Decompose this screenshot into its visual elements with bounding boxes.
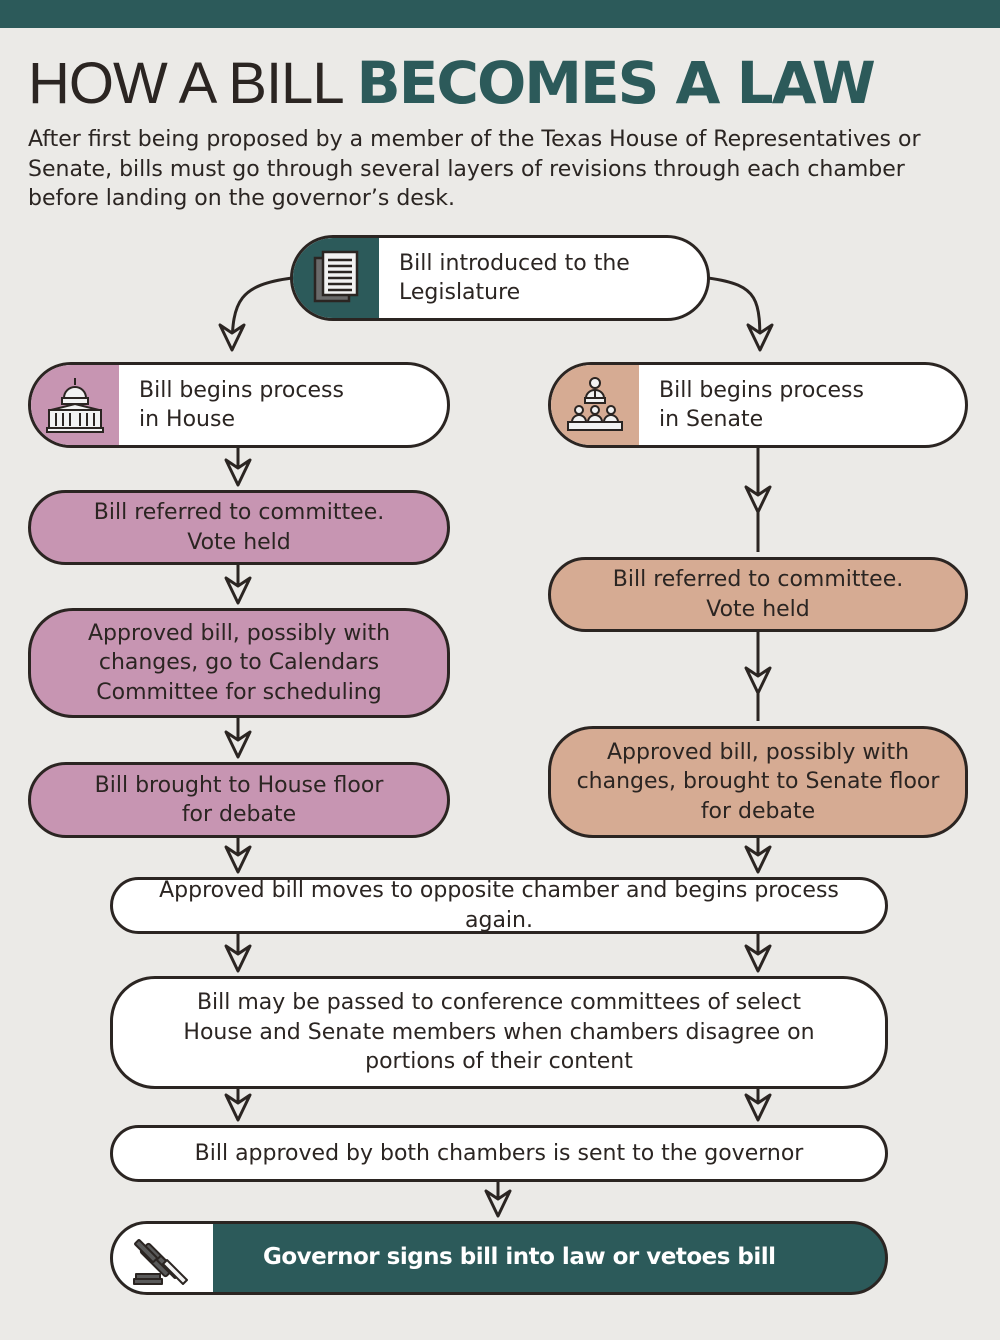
step-senate-begin: Bill begins process in Senate — [548, 362, 968, 448]
arrowhead — [224, 845, 252, 874]
capitol-icon-box — [31, 365, 119, 445]
document-icon-box — [293, 238, 379, 318]
step-text: Approved bill, possibly with changes, br… — [576, 739, 940, 824]
arrowhead — [744, 485, 772, 514]
step-opposite-chamber: Approved bill moves to opposite chamber … — [110, 877, 888, 934]
step-introduced: Bill introduced to the Legislature — [290, 235, 710, 321]
page-title: HOW A BILL BECOMES A LAW — [28, 48, 876, 119]
arrowhead — [744, 944, 772, 973]
step-text: Bill brought to House floor for debate — [94, 772, 384, 828]
capitol-icon — [46, 378, 104, 433]
step-text: Governor signs bill into law or vetoes b… — [263, 1244, 776, 1271]
step-senate-floor: Approved bill, possibly with changes, br… — [548, 726, 968, 838]
step-text: Bill referred to committee. Vote held — [612, 567, 904, 622]
arrowhead — [746, 323, 774, 352]
senate-chamber-icon-box — [551, 365, 639, 445]
step-text: Bill referred to committee. Vote held — [93, 500, 385, 555]
gavel-icon — [133, 1239, 188, 1285]
step-text: Bill introduced to the Legislature — [399, 250, 630, 306]
intro-text: After first being proposed by a member o… — [28, 127, 921, 211]
arrowhead — [484, 1189, 512, 1218]
step-text: Approved bill, possibly with changes, go… — [87, 620, 391, 705]
arrowhead — [224, 576, 252, 605]
title-bold: BECOMES A LAW — [356, 49, 876, 117]
step-conference: Bill may be passed to conference committ… — [110, 976, 888, 1089]
step-house-committee: Bill referred to committee. Vote held — [28, 490, 450, 565]
step-house-begin: Bill begins process in House — [28, 362, 450, 448]
arrowhead — [744, 845, 772, 874]
step-text: Bill approved by both chambers is sent t… — [194, 1140, 804, 1166]
step-senate-committee: Bill referred to committee. Vote held — [548, 557, 968, 632]
step-house-floor: Bill brought to House floor for debate — [28, 762, 450, 838]
title-light: HOW A BILL — [28, 51, 357, 116]
step-text: Approved bill moves to opposite chamber … — [159, 878, 839, 933]
document-icon — [313, 250, 359, 303]
gavel-icon-box — [113, 1224, 213, 1292]
top-bar — [0, 0, 1000, 28]
connector-to-house — [230, 276, 293, 351]
arrowhead — [218, 323, 246, 352]
step-governor: Governor signs bill into law or vetoes b… — [110, 1221, 888, 1295]
step-text: Bill begins process in Senate — [659, 377, 864, 433]
arrowhead — [744, 666, 772, 695]
step-to-governor: Bill approved by both chambers is sent t… — [110, 1125, 888, 1182]
arrowhead — [224, 458, 252, 487]
connector-to-senate — [707, 276, 762, 351]
step-house-calendars: Approved bill, possibly with changes, go… — [28, 608, 450, 718]
arrowhead — [224, 944, 252, 973]
step-text: Bill may be passed to conference committ… — [183, 990, 815, 1075]
arrowhead — [744, 1093, 772, 1122]
senate-chamber-icon — [567, 377, 623, 431]
step-text: Bill begins process in House — [139, 377, 344, 433]
arrowhead — [224, 1093, 252, 1122]
arrowhead — [224, 730, 252, 759]
